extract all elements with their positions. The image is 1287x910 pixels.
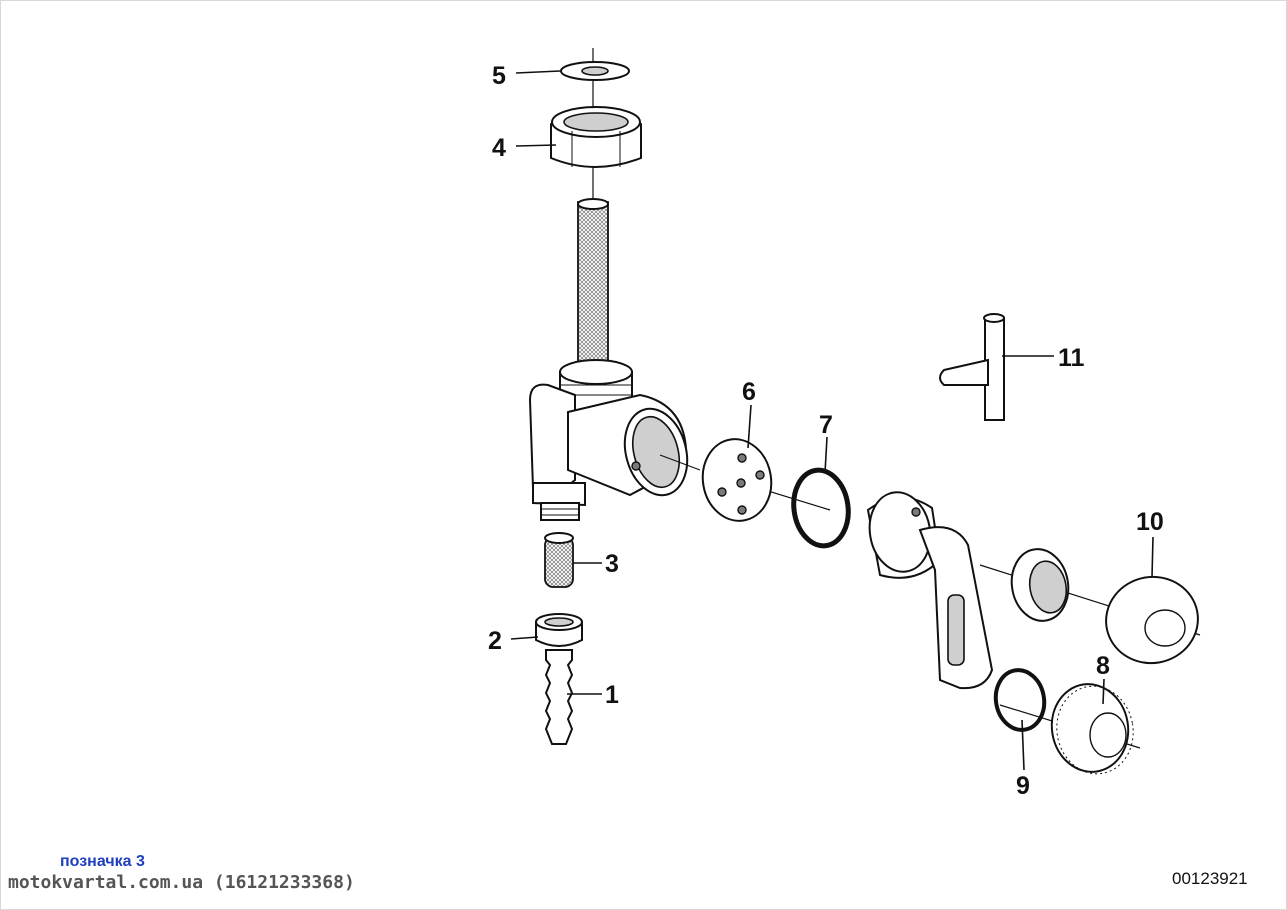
leader-5 [515,70,561,74]
filter-tube [577,198,609,373]
callout-2: 2 [488,627,502,655]
watermark-text: motokvartal.com.ua (16121233368) [8,872,355,893]
callout-6: 6 [742,378,756,406]
tap-lever [866,491,994,690]
callout-9: 9 [1016,772,1030,800]
leader-7 [824,436,828,474]
part-10-cover-cap [1105,575,1199,665]
part-7-o-ring [791,467,851,549]
part-1-hose-nipple [544,649,574,745]
callout-4: 4 [492,134,506,162]
tap-axis-1 [659,454,701,471]
part-2-union-nut [535,613,583,647]
spring-clip [1010,548,1070,622]
drawing-number: 00123921 [1172,869,1248,888]
callout-11: 11 [1058,344,1085,372]
part-4-hex-nut [550,106,642,168]
part-6-valve-disc [701,438,773,522]
diagram-tag-label: позначка 3 [60,853,145,870]
callout-3: 3 [605,550,619,578]
leader-2 [510,636,539,640]
leader-4 [515,144,557,147]
part-5-washer [560,61,630,81]
callout-8: 8 [1096,652,1110,680]
callout-1: 1 [605,681,619,709]
part-11-t-piece [939,313,1005,421]
leader-10 [1151,536,1154,578]
part-9-circlip [993,668,1047,732]
leader-9 [1021,719,1025,771]
callout-10: 10 [1136,508,1164,536]
callout-7: 7 [819,411,833,439]
leader-6 [747,404,752,449]
leader-8 [1102,678,1105,705]
callout-5: 5 [492,62,506,90]
part-3-strainer [544,532,574,588]
fuel-tap-body [528,359,689,521]
part-8-threaded-ring [1050,683,1134,775]
